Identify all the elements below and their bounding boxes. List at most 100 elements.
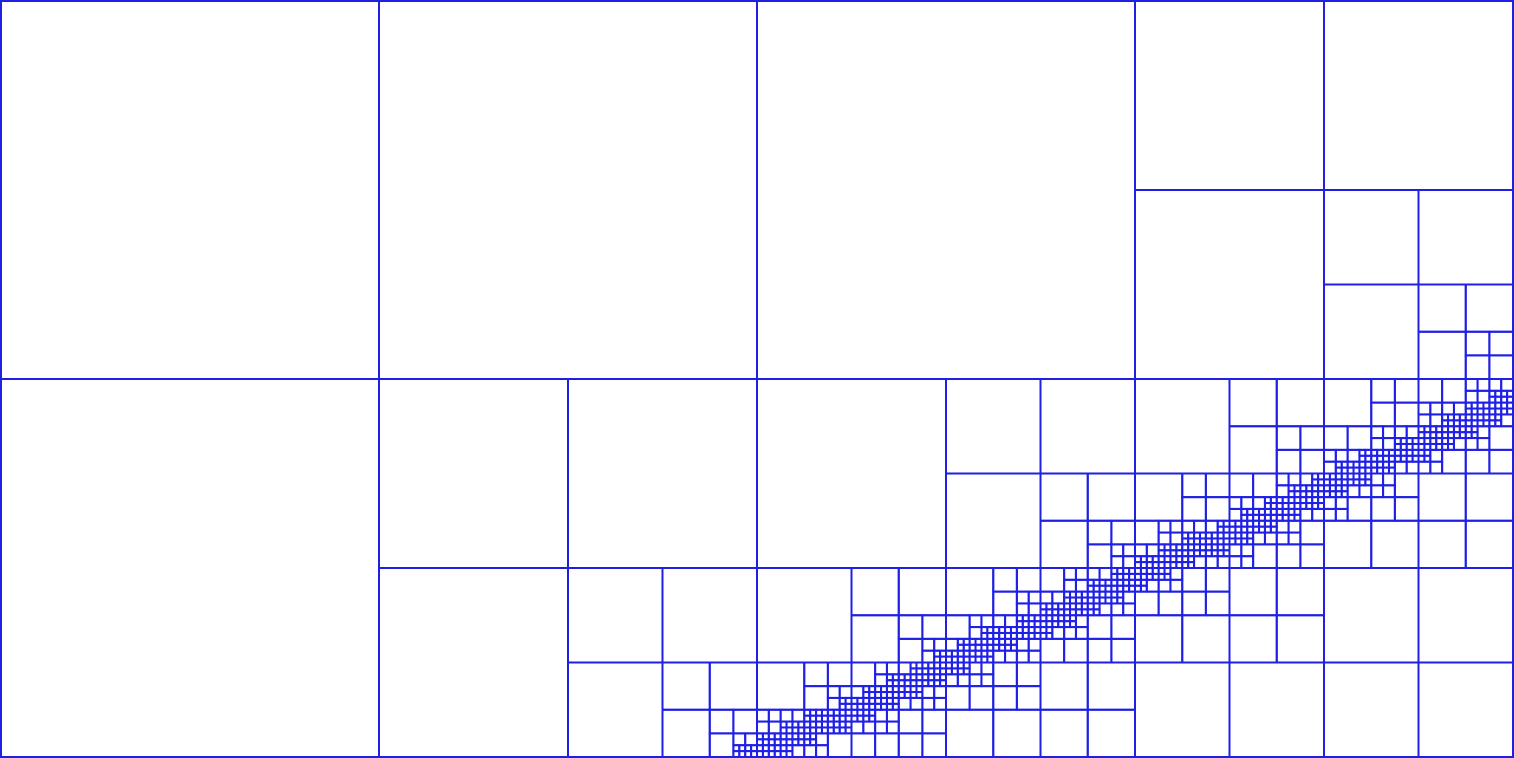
mesh-cell [1488, 354, 1514, 380]
mesh-cell [1382, 484, 1396, 499]
mesh-cell [803, 685, 829, 711]
mesh-cell [992, 567, 1018, 593]
mesh-cell [1134, 189, 1325, 380]
mesh-cell [1417, 460, 1432, 475]
mesh-cell [1134, 661, 1231, 758]
mesh-cell [1464, 389, 1479, 404]
mesh-cell [1346, 425, 1373, 451]
mesh-cell [1346, 448, 1361, 463]
mesh-cell [779, 708, 794, 723]
mesh-cell [1417, 567, 1514, 664]
mesh-cell [378, 378, 569, 569]
mesh-cell [885, 661, 900, 676]
mesh-cell [992, 649, 1007, 664]
mesh-cell [803, 661, 829, 688]
mesh-cell [1323, 0, 1514, 191]
mesh-cell [1299, 507, 1314, 522]
mesh-cell [1393, 472, 1420, 499]
mesh-cell [1500, 378, 1514, 392]
mesh-cell [1323, 507, 1337, 522]
mesh-cell [732, 708, 758, 735]
mesh-cell [968, 661, 983, 676]
mesh-cell [826, 696, 841, 711]
mesh-cell [850, 732, 877, 758]
mesh-cell [744, 732, 758, 747]
mesh-cell [1240, 555, 1255, 569]
mesh-cell [1122, 555, 1136, 569]
mesh-cell [756, 378, 947, 569]
mesh-cell [1417, 413, 1432, 428]
mesh-cell [1228, 425, 1278, 475]
mesh-cell [1464, 448, 1491, 475]
mesh-cell [1074, 578, 1089, 593]
mesh-cell [1452, 401, 1467, 416]
mesh-cell [980, 673, 995, 688]
mesh-cell [1370, 378, 1396, 404]
mesh-cell [850, 685, 865, 699]
mesh-cell [1464, 378, 1479, 392]
mesh-cell [1275, 425, 1302, 451]
mesh-cell [826, 732, 853, 758]
mesh-cell [850, 567, 900, 617]
mesh-cell [767, 720, 782, 735]
mesh-cell [1334, 496, 1349, 510]
mesh-cell [1181, 590, 1207, 617]
mesh-cell [1382, 425, 1396, 440]
mesh-cell [1275, 519, 1290, 534]
mesh-cell [850, 614, 900, 664]
mesh-cell [980, 614, 995, 629]
mesh-cell [1464, 437, 1479, 451]
mesh-cell [1004, 649, 1018, 664]
mesh-cell [1228, 567, 1278, 617]
mesh-cell [1370, 519, 1420, 569]
mesh-cell [567, 567, 664, 664]
mesh-cell [1500, 413, 1514, 428]
mesh-cell [1110, 543, 1125, 558]
mesh-cell [1169, 578, 1184, 593]
mesh-cell [1086, 708, 1136, 758]
mesh-cell [1370, 401, 1396, 428]
mesh-cell [933, 685, 947, 699]
mesh-cell [1323, 378, 1373, 428]
mesh-cell [1275, 543, 1302, 569]
mesh-cell [1299, 448, 1325, 475]
mesh-cell [992, 661, 1018, 688]
mesh-cell [1334, 448, 1349, 463]
mesh-cell [1063, 637, 1089, 664]
mesh-cell [921, 708, 947, 735]
mesh-cell [1110, 519, 1136, 546]
mesh-cell [1275, 448, 1302, 475]
mesh-cell [897, 696, 912, 711]
mesh-cell [992, 685, 1018, 711]
mesh-cell [945, 378, 1042, 475]
mesh-cell [945, 614, 971, 640]
mesh-cell [1027, 637, 1042, 652]
mesh-cell [378, 0, 758, 380]
mesh-cell [1228, 378, 1278, 428]
mesh-cell [1252, 531, 1266, 546]
mesh-cell [1323, 448, 1337, 463]
mesh-cell [1027, 649, 1042, 664]
mesh-cell [0, 378, 380, 758]
mesh-cell [1441, 401, 1455, 416]
mesh-cell [1429, 448, 1444, 463]
mesh-cell [815, 732, 829, 747]
mesh-cell [1370, 425, 1385, 440]
mesh-cell [826, 661, 853, 688]
mesh-cell [968, 673, 983, 688]
mesh-cell [1086, 614, 1113, 640]
mesh-cell [1323, 425, 1349, 451]
mesh-cell [1323, 661, 1420, 758]
mesh-cell [1393, 425, 1408, 440]
mesh-cell [850, 720, 865, 735]
mesh-cell [1417, 330, 1467, 380]
mesh-cell [1051, 590, 1066, 605]
mesh-cell [1346, 484, 1361, 499]
mesh-cell [1323, 283, 1420, 380]
mesh-cell [1098, 567, 1113, 581]
mesh-cell [933, 696, 947, 711]
mesh-cell [1488, 425, 1514, 451]
mesh-cell [1134, 378, 1231, 475]
mesh-cell [732, 732, 747, 747]
mesh-cell [1228, 614, 1278, 664]
